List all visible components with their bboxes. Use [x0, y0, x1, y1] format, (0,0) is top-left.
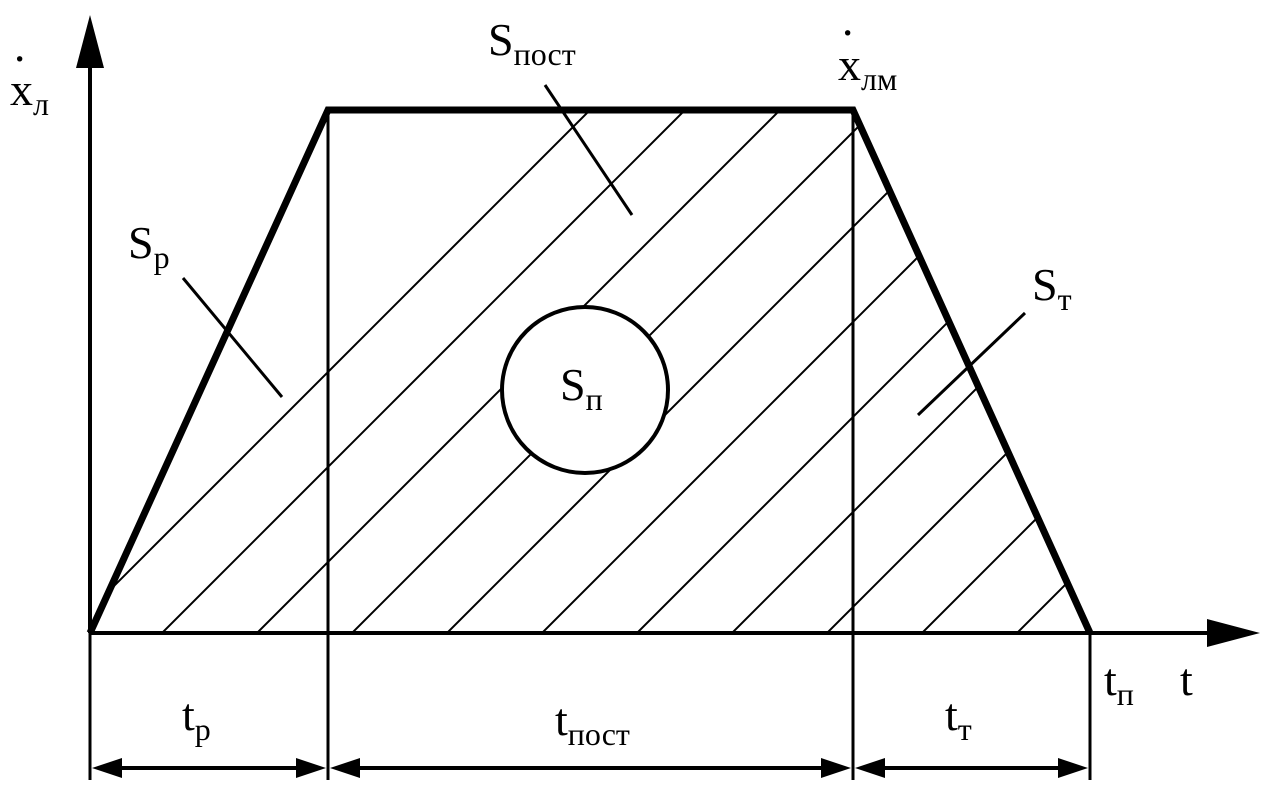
hatch-line — [1044, 110, 1090, 633]
x-axis — [90, 619, 1260, 647]
s-brake-label: Sт — [1032, 259, 1072, 317]
t-accel-label: tр — [182, 689, 211, 747]
area-hatching — [90, 0, 1263, 700]
y-axis-arrow-icon — [76, 15, 104, 68]
v-max-dot: · — [840, 7, 855, 58]
t-brake-label: tт — [945, 689, 972, 747]
hatch-line — [379, 110, 1081, 633]
t-end-main: t — [1104, 654, 1117, 705]
t-end-label: tп — [1104, 654, 1134, 712]
x-axis-arrow-icon — [1207, 619, 1260, 647]
dimension-arrows — [92, 758, 1088, 778]
hatch-line — [854, 110, 1090, 633]
t-const-label: tпост — [555, 694, 630, 752]
v-max-sub: лм — [861, 61, 897, 97]
s-total-main: S — [560, 359, 586, 410]
x-axis-label: t — [1180, 654, 1193, 705]
t-const-main: t — [555, 694, 568, 745]
s-brake-main: S — [1032, 259, 1058, 310]
y-axis — [76, 15, 104, 633]
t-accel-main: t — [182, 689, 195, 740]
hatch-line — [949, 110, 1090, 633]
s-accel-label: Sр — [128, 217, 170, 275]
s-brake-sub: т — [1058, 281, 1072, 317]
s-total-sub: п — [586, 381, 603, 417]
s-accel-main: S — [128, 217, 154, 268]
t-brake-main: t — [945, 689, 958, 740]
hatch-line — [1235, 0, 1263, 700]
s-const-sub: пост — [514, 36, 576, 72]
s-total-label: Sп — [560, 359, 603, 417]
leader-s-brake — [916, 311, 1027, 417]
hatch-line — [759, 110, 1090, 633]
leader-s-const — [543, 84, 634, 216]
s-const-label: Sпост — [488, 14, 576, 72]
y-axis-label-sub: л — [33, 86, 49, 122]
t-end-sub: п — [1117, 676, 1134, 712]
y-axis-label-dot: · — [12, 33, 27, 84]
t-const-sub: пост — [568, 716, 630, 752]
hatch-line — [1140, 0, 1263, 700]
y-axis-label-main: x — [10, 64, 33, 115]
y-axis-label: xл — [10, 64, 49, 122]
s-accel-sub: р — [154, 239, 170, 275]
velocity-profile — [86, 106, 1094, 635]
s-total-circle — [500, 305, 670, 475]
s-const-main: S — [488, 14, 514, 65]
v-max-label: xлм — [838, 39, 897, 97]
leader-s-accel — [181, 277, 284, 398]
t-accel-sub: р — [195, 711, 211, 747]
hatch-line — [90, 110, 701, 633]
hatch-line — [569, 110, 1090, 633]
v-max-main: x — [838, 39, 861, 90]
hatch-line — [94, 110, 796, 633]
t-brake-sub: т — [958, 711, 972, 747]
